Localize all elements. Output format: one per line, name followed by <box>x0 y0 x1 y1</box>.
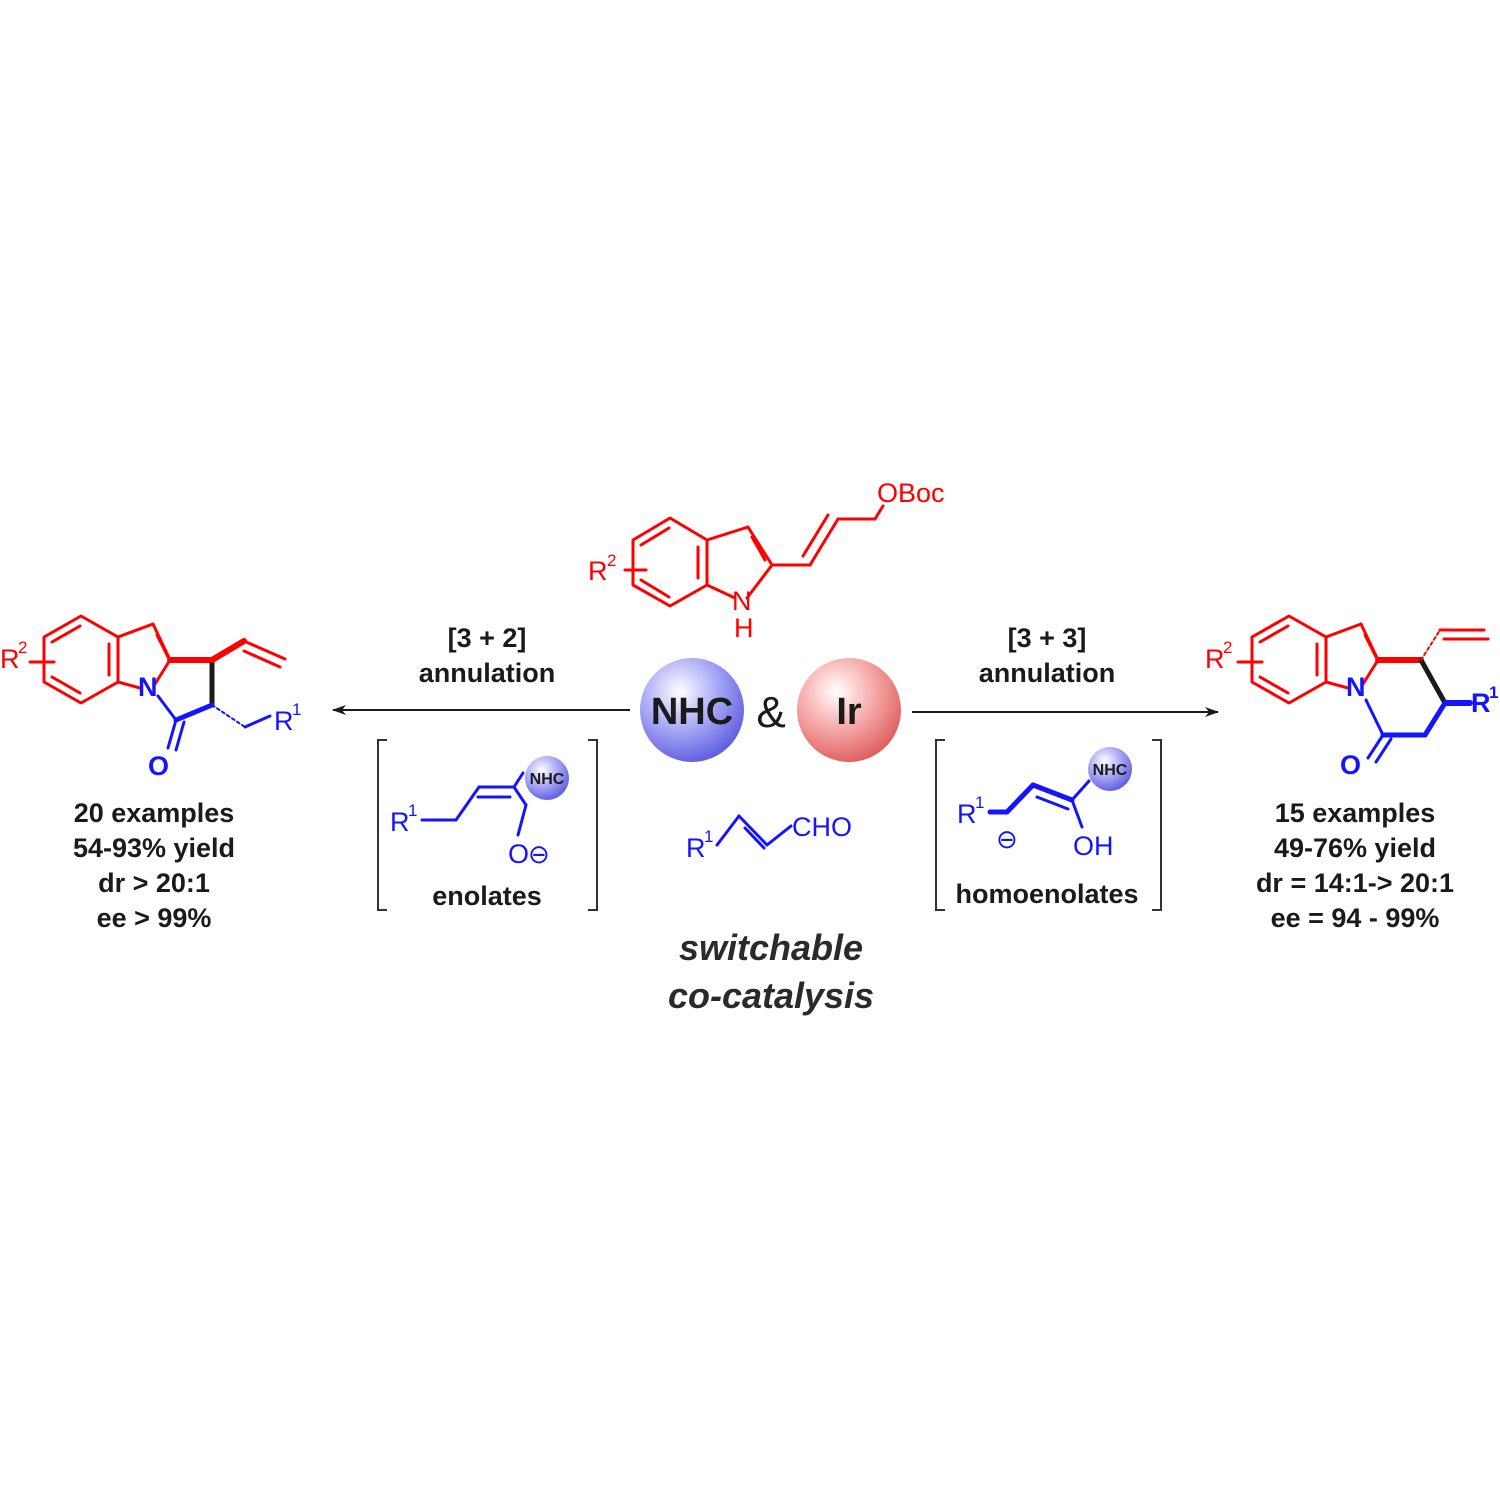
right-product-r2-label: R <box>1205 644 1225 674</box>
ir-catalyst: Ir <box>797 658 901 762</box>
left-product-r2-superscript: 2 <box>18 638 27 657</box>
enolate-r-superscript: 1 <box>408 801 417 820</box>
right-annulation-word: annulation <box>979 658 1116 688</box>
homoenolate-oh-label: OH <box>1073 831 1114 861</box>
nhc-label: NHC <box>651 691 733 733</box>
homoenolate-r-superscript: 1 <box>975 793 984 812</box>
substrate-r2-superscript: 2 <box>607 551 616 570</box>
right-product-n-label: N <box>1346 672 1366 702</box>
right-product-ring <box>1364 628 1490 764</box>
nhc-catalyst: NHC <box>640 658 744 762</box>
left-product-indole <box>28 614 172 705</box>
enolate-brackets <box>377 739 598 911</box>
left-product-r2-label: R <box>0 644 20 674</box>
enolate-caption: enolates <box>432 881 542 911</box>
enolate-nhc-label: NHC <box>530 771 565 788</box>
left-annulation-word: annulation <box>419 658 556 688</box>
right-results: 15 examples 49-76% yield dr = 14:1-> 20:… <box>1256 798 1454 933</box>
enal-r-label: R <box>686 833 706 863</box>
left-result-yield: 54-93% yield <box>73 833 235 863</box>
right-product-r1-label: R <box>1471 688 1491 718</box>
left-product-r1-label: R <box>274 706 294 736</box>
left-results: 20 examples 54-93% yield dr > 20:1 ee > … <box>73 798 235 933</box>
right-result-examples: 15 examples <box>1275 798 1436 828</box>
enolate-nhc-sphere <box>525 756 569 800</box>
enal-r-superscript: 1 <box>704 827 713 846</box>
homoenolate-r-label: R <box>957 799 977 829</box>
homoenolate-nhc-label: NHC <box>1093 762 1128 779</box>
enolate-r-label: R <box>390 807 410 837</box>
left-product-o-label: O <box>148 751 169 781</box>
right-result-ee: ee = 94 - 99% <box>1271 903 1440 933</box>
left-result-examples: 20 examples <box>74 798 235 828</box>
enolate-structure <box>420 771 528 837</box>
homoenolate-brackets <box>935 739 1162 911</box>
tagline-line2: co-catalysis <box>668 975 874 1016</box>
right-product-indole <box>1236 614 1380 705</box>
right-result-dr: dr = 14:1-> 20:1 <box>1256 868 1454 898</box>
ampersand: & <box>756 688 785 737</box>
enolate-charge: ⊖ <box>528 839 550 869</box>
right-product-o-label: O <box>1340 750 1361 780</box>
substrate-nh-label: H <box>734 613 754 643</box>
nhc-sphere <box>640 658 744 762</box>
ir-sphere <box>797 658 901 762</box>
enal-structure <box>715 814 793 850</box>
enal-cho-label: CHO <box>792 812 852 842</box>
left-annulation-type: [3 + 2] <box>448 623 527 653</box>
substrate-labels: R 2 N H OBoc <box>588 478 945 643</box>
substrate-r2-label: R <box>588 556 608 586</box>
homoenolate-caption: homoenolates <box>955 879 1138 909</box>
left-product-n-label: N <box>138 672 158 702</box>
homoenolate-nhc-sphere <box>1088 747 1132 791</box>
indole-substrate <box>623 504 885 608</box>
left-product-ring <box>156 638 287 752</box>
tagline-line1: switchable <box>679 927 863 968</box>
substrate-n-label: N <box>732 586 752 616</box>
right-result-yield: 49-76% yield <box>1274 833 1436 863</box>
homoenolate-structure <box>987 779 1091 829</box>
left-product-r1-superscript: 1 <box>292 700 301 719</box>
right-product-r2-superscript: 2 <box>1223 638 1232 657</box>
ir-label: Ir <box>836 691 862 733</box>
homoenolate-charge: ⊖ <box>996 824 1018 854</box>
right-annulation-type: [3 + 3] <box>1008 623 1087 653</box>
left-result-dr: dr > 20:1 <box>98 868 210 898</box>
enolate-o-label: O <box>508 839 529 869</box>
substrate-leaving-group: OBoc <box>877 478 945 508</box>
left-result-ee: ee > 99% <box>97 903 212 933</box>
right-product-r1-superscript: 1 <box>1489 683 1498 702</box>
